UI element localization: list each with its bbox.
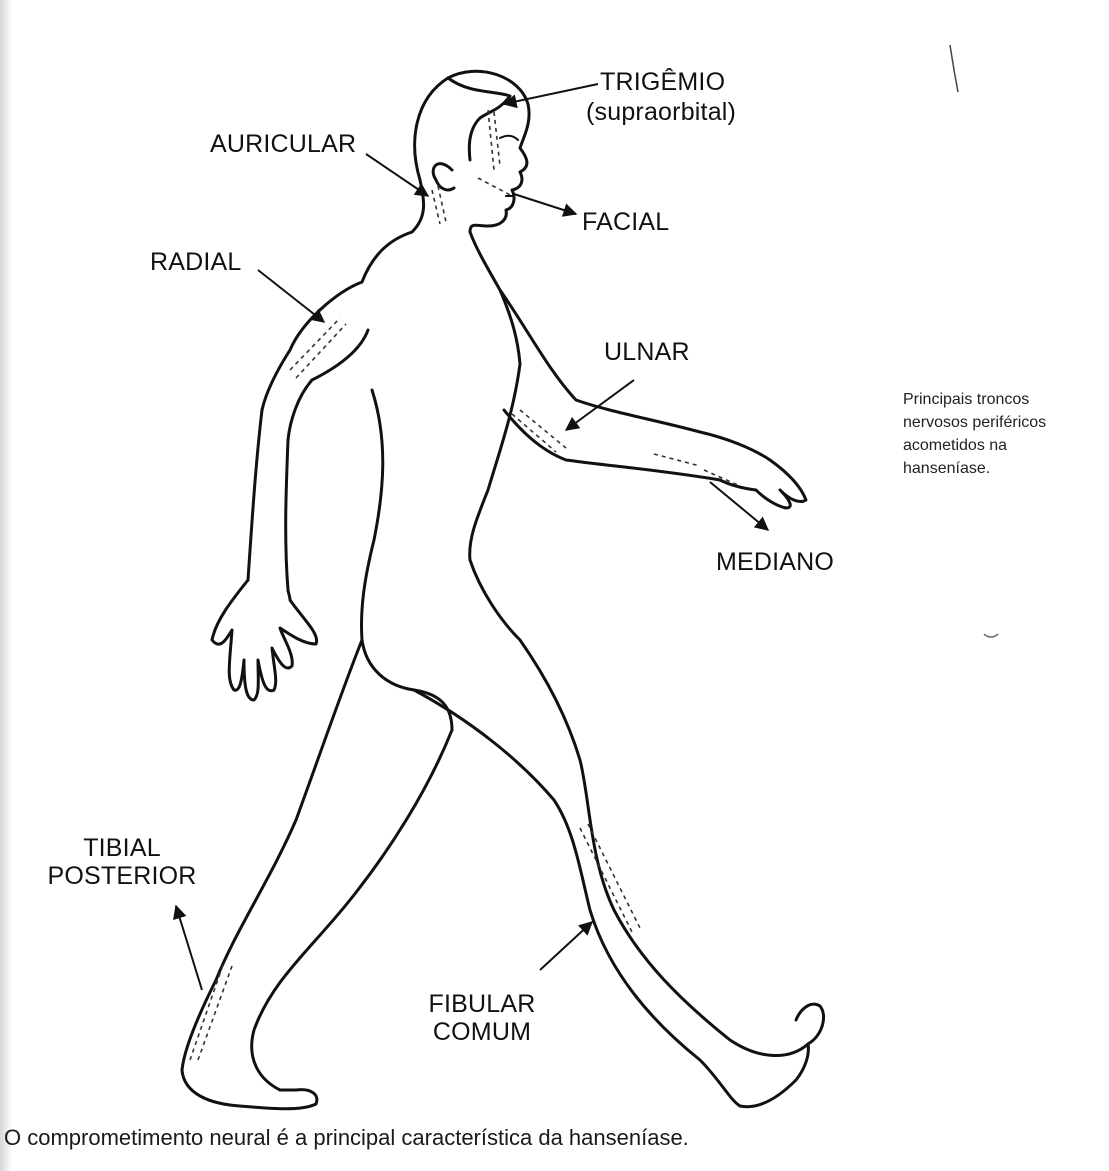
label-tibial-posterior: TIBIAL POSTERIOR bbox=[2, 834, 242, 890]
arrow-radial bbox=[258, 270, 324, 322]
back-forearm bbox=[248, 410, 288, 590]
label-trigemio-sub: (supraorbital) bbox=[586, 98, 736, 126]
head-outline bbox=[415, 71, 529, 232]
hip-outline bbox=[362, 640, 452, 730]
arrow-facial bbox=[514, 194, 576, 214]
torso-front-line bbox=[470, 364, 520, 560]
label-trigemio: TRIGÊMIO bbox=[600, 68, 725, 96]
front-arm-lower-edge bbox=[504, 410, 720, 480]
nerve-hatch-facial bbox=[478, 178, 512, 196]
label-ulnar: ULNAR bbox=[604, 338, 690, 366]
side-note: Principais troncos nervosos periféricos … bbox=[903, 388, 1108, 480]
front-leg-rear bbox=[470, 560, 808, 1056]
back-hand bbox=[212, 580, 317, 700]
label-mediano: MEDIANO bbox=[716, 548, 834, 576]
arrow-ulnar bbox=[566, 380, 634, 430]
arrow-mediano bbox=[710, 482, 768, 530]
nerve-hatch-radial bbox=[290, 318, 346, 378]
back-outline bbox=[362, 180, 424, 282]
label-auricular: AURICULAR bbox=[210, 130, 356, 158]
back-foot bbox=[182, 1070, 317, 1109]
label-radial: RADIAL bbox=[150, 248, 242, 276]
nerve-hatch-tibial bbox=[190, 962, 232, 1060]
scan-mark-right bbox=[984, 634, 998, 637]
chest-outline bbox=[470, 232, 520, 364]
arrow-tibial bbox=[176, 906, 202, 990]
nerve-hatch-fibular bbox=[580, 824, 640, 932]
ear-outline bbox=[433, 164, 454, 190]
figure-caption: O comprometimento neural é a principal c… bbox=[4, 1124, 1104, 1152]
scan-mark-top bbox=[950, 45, 958, 92]
back-arm-inner bbox=[288, 330, 368, 440]
nerve-hatch-mediano bbox=[654, 454, 740, 486]
arrow-fibular bbox=[540, 922, 592, 970]
label-facial: FACIAL bbox=[582, 208, 669, 236]
nerve-hatch-trigemio bbox=[488, 110, 500, 170]
nerve-hatch-auricular bbox=[432, 186, 446, 224]
torso-back-line bbox=[362, 390, 383, 640]
eye bbox=[500, 136, 518, 140]
front-hand bbox=[700, 432, 806, 508]
label-fibular-comum: FIBULAR COMUM bbox=[412, 990, 552, 1046]
hairline bbox=[448, 78, 510, 160]
